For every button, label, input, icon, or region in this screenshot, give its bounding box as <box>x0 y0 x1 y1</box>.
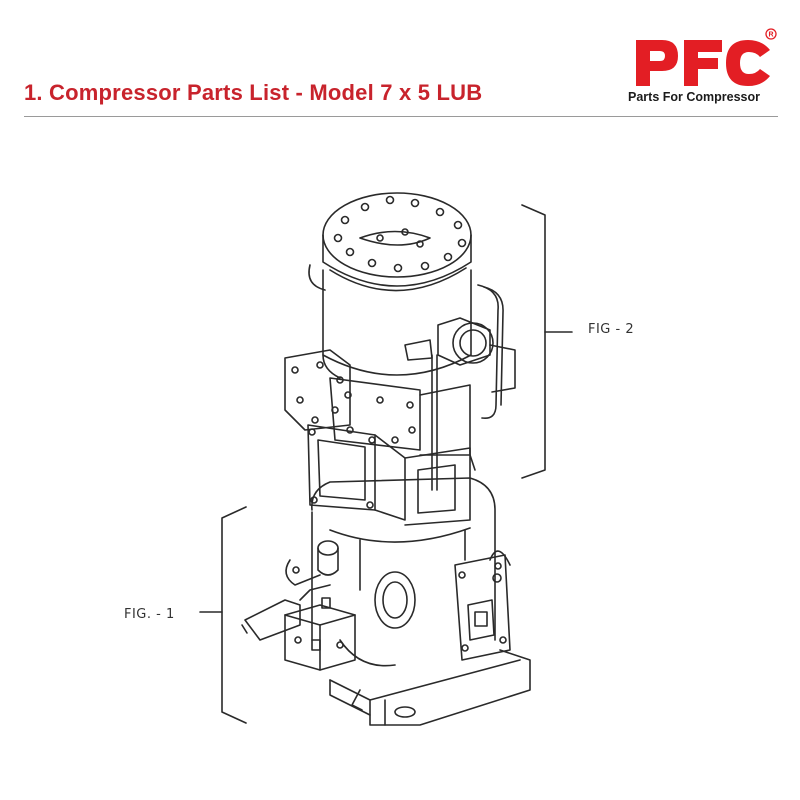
fig-2-label: FIG - 2 <box>588 322 635 337</box>
compressor-drawing <box>199 192 573 726</box>
crosshead-section <box>307 424 476 526</box>
header-divider <box>24 116 778 117</box>
cooler-section <box>284 344 516 456</box>
base <box>329 649 531 726</box>
pfc-logo: R Parts For Compressor <box>626 26 782 108</box>
fig2-bracket <box>521 204 546 479</box>
fig1-bracket <box>221 506 247 724</box>
lubricator <box>241 540 416 711</box>
svg-text:R: R <box>768 32 773 39</box>
logo-tagline: Parts For Compressor <box>628 90 760 104</box>
fig-1-label: FIG. - 1 <box>124 607 175 622</box>
cylinder-head <box>322 192 472 292</box>
pfc-logo-mark: R <box>636 28 777 86</box>
crankcase <box>311 477 511 661</box>
page-title: 1. Compressor Parts List - Model 7 x 5 L… <box>24 80 483 105</box>
upper-cylinder <box>308 264 504 491</box>
